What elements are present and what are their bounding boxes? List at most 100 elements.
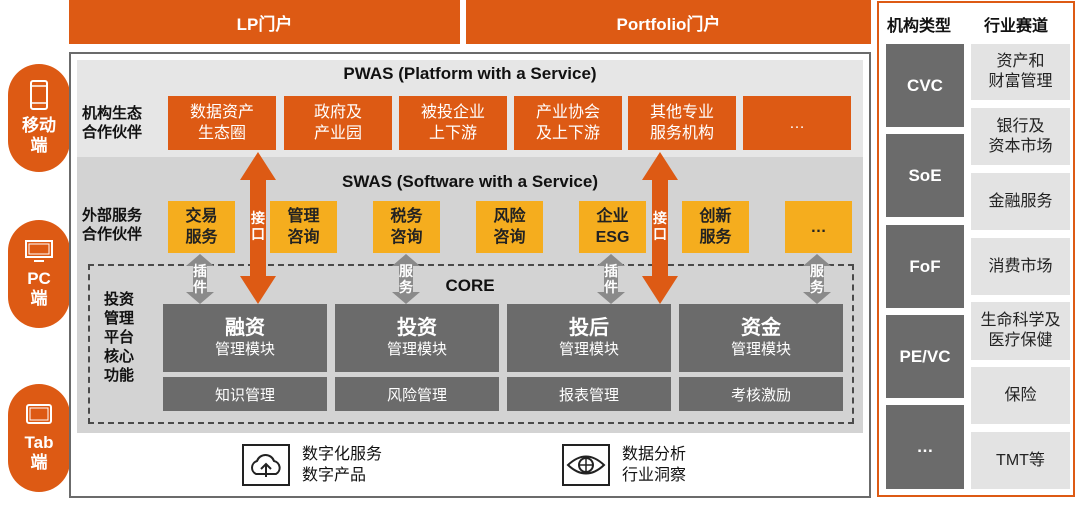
interface-label-right: 接口	[652, 210, 668, 242]
service-line: ESG	[595, 229, 630, 246]
side-label-line: 核心	[104, 348, 135, 365]
partner-line: 上下游	[428, 125, 477, 142]
service-line: 服务	[699, 229, 732, 246]
module-name: 投后	[569, 317, 609, 339]
swas-side-label: 外部服务 合作伙伴	[82, 206, 162, 244]
service-line: 服务	[185, 229, 218, 246]
label-char: 口	[251, 226, 265, 242]
core-side-label: 投资 管理 平台 核心 功能	[104, 290, 144, 385]
device-tablet: Tab 端	[8, 384, 70, 492]
function-reports[interactable]: 报表管理	[507, 377, 671, 411]
service-box[interactable]: 创新服务	[682, 201, 749, 253]
partner-line: 被投企业	[420, 104, 485, 121]
module-investment[interactable]: 投资管理模块	[335, 304, 499, 372]
module-name: 投资	[397, 317, 437, 339]
service-box[interactable]: 税务咨询	[373, 201, 440, 253]
core-frame	[88, 264, 854, 424]
label-char: 插	[604, 263, 618, 279]
track-insurance[interactable]: 保险	[971, 367, 1070, 424]
track-line: 资本市场	[988, 137, 1053, 155]
side-label-line: 平台	[104, 329, 135, 346]
cloud-upload-icon	[242, 444, 290, 486]
interface-arrow-left	[240, 152, 276, 304]
module-sub: 管理模块	[386, 341, 447, 358]
service-line: 管理	[287, 208, 320, 225]
type-cvc[interactable]: CVC	[886, 44, 964, 127]
track-header: 行业赛道	[984, 18, 1049, 35]
type-fof[interactable]: FoF	[886, 225, 964, 308]
service-line: 创新	[699, 208, 732, 225]
bottom-line: 行业洞察	[622, 467, 687, 484]
partner-line: 产业协会	[535, 104, 600, 121]
device-label: PC	[27, 269, 51, 288]
side-label-line: 投资	[104, 291, 135, 308]
type-soe[interactable]: SoE	[886, 134, 964, 217]
track-line: 消费市场	[988, 257, 1053, 275]
function-knowledge[interactable]: 知识管理	[163, 377, 327, 411]
partner-line: 其他专业	[649, 104, 714, 121]
track-consumer[interactable]: 消费市场	[971, 238, 1070, 295]
label-char: 服	[399, 263, 413, 279]
label-char: 件	[193, 279, 207, 295]
track-banking[interactable]: 银行及资本市场	[971, 108, 1070, 165]
service-label-1: 服务	[398, 263, 414, 295]
pwas-title: PWAS (Platform with a Service)	[343, 64, 597, 83]
module-funds[interactable]: 资金管理模块	[679, 304, 843, 372]
label-char: 接	[251, 210, 265, 226]
label-char: 务	[399, 279, 413, 295]
partner-line: 服务机构	[649, 125, 714, 142]
device-label-suffix: 端	[30, 136, 48, 155]
mobile-phone-icon	[30, 80, 48, 110]
track-financial[interactable]: 金融服务	[971, 173, 1070, 230]
partner-box-more[interactable]: …	[743, 96, 851, 150]
portfolio-portal[interactable]: Portfolio门户	[466, 0, 871, 44]
interface-arrow-right	[642, 152, 678, 304]
side-label-line: 合作伙伴	[82, 124, 143, 141]
service-box[interactable]: 管理咨询	[270, 201, 337, 253]
plugin-arrow-2	[597, 254, 625, 304]
side-label-line: 机构生态	[82, 105, 143, 122]
service-line: 咨询	[493, 229, 526, 246]
type-header: 机构类型	[887, 18, 952, 35]
module-name: 资金	[741, 317, 781, 339]
service-box[interactable]: 企业 ESG	[579, 201, 646, 253]
type-pevc[interactable]: PE/VC	[886, 315, 964, 398]
swas-title: SWAS (Software with a Service)	[341, 172, 598, 191]
tablet-icon	[26, 404, 52, 424]
track-life-science[interactable]: 生命科学及医疗保健	[971, 302, 1070, 360]
partner-line: 政府及	[313, 104, 362, 121]
track-line: 保险	[1004, 386, 1037, 404]
track-wealth[interactable]: 资产和财富管理	[971, 44, 1070, 100]
device-pc: PC 端	[8, 220, 70, 328]
service-box[interactable]: 风险咨询	[476, 201, 543, 253]
service-box[interactable]: 交易服务	[168, 201, 235, 253]
service-line: 企业	[596, 208, 629, 225]
label-char: 插	[193, 263, 207, 279]
bottom-line: 数字化服务	[302, 446, 383, 463]
module-financing[interactable]: 融资管理模块	[163, 304, 327, 372]
type-more[interactable]: …	[886, 405, 964, 489]
partner-box[interactable]: 产业协会及上下游	[514, 96, 622, 150]
side-label-line: 外部服务	[82, 207, 143, 224]
eye-analytics-icon	[562, 444, 610, 486]
service-label-2: 服务	[809, 263, 825, 295]
track-line: 银行及	[996, 117, 1045, 135]
service-line: 交易	[185, 208, 218, 225]
service-box-more[interactable]: …	[785, 201, 852, 253]
track-line: 资产和	[996, 53, 1045, 70]
partner-box[interactable]: 其他专业服务机构	[628, 96, 736, 150]
partner-box[interactable]: 政府及产业园	[284, 96, 392, 150]
partner-line: 产业园	[313, 125, 362, 142]
device-label: 移动	[22, 116, 56, 135]
lp-portal[interactable]: LP门户	[69, 0, 460, 44]
track-tmt[interactable]: TMT等	[971, 432, 1070, 489]
function-risk[interactable]: 风险管理	[335, 377, 499, 411]
device-mobile: 移动 端	[8, 64, 70, 172]
partner-box[interactable]: 被投企业上下游	[399, 96, 507, 150]
partner-box[interactable]: 数据资产生态圈	[168, 96, 276, 150]
partner-line: 数据资产	[189, 104, 254, 121]
module-post-investment[interactable]: 投后管理模块	[507, 304, 671, 372]
function-incentive[interactable]: 考核激励	[679, 377, 843, 411]
track-line: 金融服务	[988, 192, 1053, 210]
